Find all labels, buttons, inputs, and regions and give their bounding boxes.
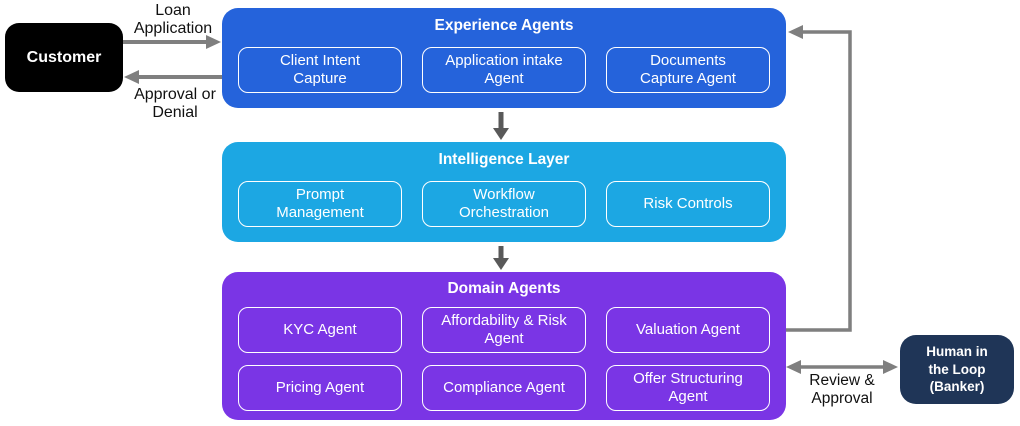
- box-risk-controls: Risk Controls: [606, 181, 770, 227]
- experience-agents-row: Client Intent Capture Application intake…: [238, 47, 770, 93]
- box-pricing-agent: Pricing Agent: [238, 365, 402, 411]
- domain-agents-panel: Domain Agents KYC Agent Affordability & …: [222, 272, 786, 420]
- intelligence-layer-row: Prompt Management Workflow Orchestration…: [238, 181, 770, 227]
- box-application-intake-agent: Application intake Agent: [422, 47, 586, 93]
- box-affordability-risk-agent: Affordability & Risk Agent: [422, 307, 586, 353]
- box-valuation-agent: Valuation Agent: [606, 307, 770, 353]
- approval-denial-arrow: [124, 70, 222, 84]
- experience-to-intelligence-arrow: [493, 112, 509, 140]
- customer-node: Customer: [5, 23, 123, 92]
- loan-application-label: Loan Application: [133, 2, 213, 38]
- experience-agents-title: Experience Agents: [434, 17, 574, 34]
- box-client-intent-capture: Client Intent Capture: [238, 47, 402, 93]
- intelligence-layer-panel: Intelligence Layer Prompt Management Wor…: [222, 142, 786, 242]
- box-workflow-orchestration: Workflow Orchestration: [422, 181, 586, 227]
- review-approval-label: Review & Approval: [809, 372, 875, 407]
- box-prompt-management: Prompt Management: [238, 181, 402, 227]
- domain-agents-row-1: KYC Agent Affordability & Risk Agent Val…: [238, 307, 770, 353]
- box-compliance-agent: Compliance Agent: [422, 365, 586, 411]
- box-offer-structuring-agent: Offer Structuring Agent: [606, 365, 770, 411]
- box-documents-capture-agent: Documents Capture Agent: [606, 47, 770, 93]
- domain-to-experience-feedback-arrow: [786, 25, 852, 332]
- intelligence-to-domain-arrow: [493, 246, 509, 270]
- box-kyc-agent: KYC Agent: [238, 307, 402, 353]
- human-in-the-loop-node: Human in the Loop (Banker): [900, 335, 1014, 404]
- experience-agents-panel: Experience Agents Client Intent Capture …: [222, 8, 786, 108]
- intelligence-layer-title: Intelligence Layer: [438, 151, 570, 168]
- domain-agents-row-2: Pricing Agent Compliance Agent Offer Str…: [238, 365, 770, 411]
- approval-denial-label: Approval or Denial: [134, 86, 216, 122]
- domain-agents-title: Domain Agents: [447, 280, 561, 297]
